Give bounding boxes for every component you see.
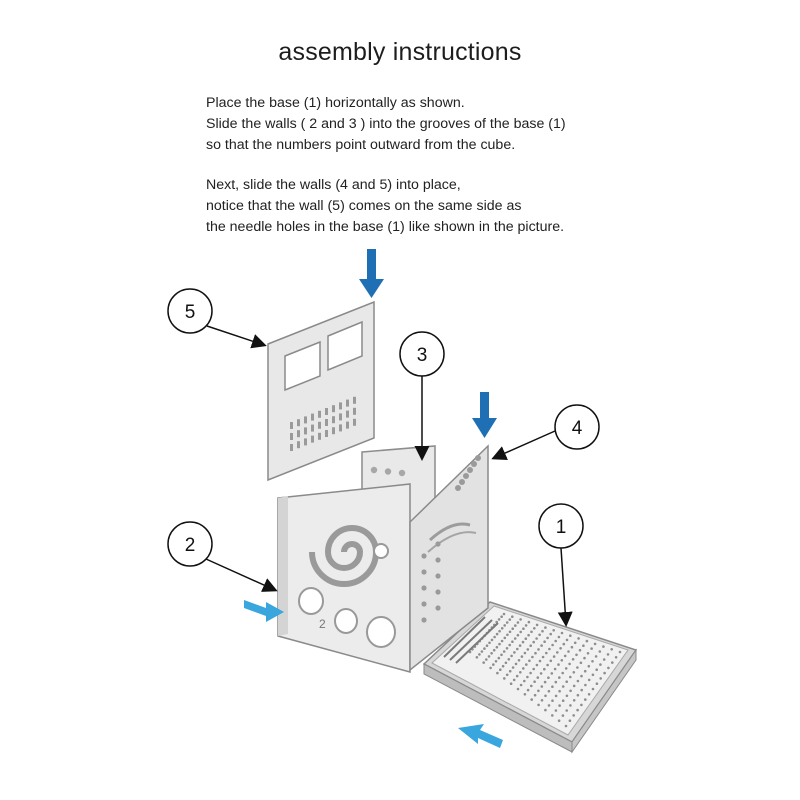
instruction-line: Next, slide the walls (4 and 5) into pla…	[206, 177, 461, 193]
callout-1: 1	[538, 503, 584, 627]
callout-4-label: 4	[572, 418, 583, 439]
arrow-down-top	[359, 249, 384, 298]
instruction-line: so that the numbers point outward from t…	[206, 137, 516, 153]
callout-1-label: 1	[556, 517, 567, 538]
arrow-right-left	[244, 600, 284, 622]
instruction-line: Slide the walls ( 2 and 3 ) into the gro…	[206, 116, 566, 132]
callout-5: 5	[167, 288, 267, 349]
instruction-line: the needle holes in the base (1) like sh…	[206, 219, 565, 235]
wall2-number: 2	[319, 617, 326, 631]
wall-panel-4	[409, 444, 489, 672]
arrow-down-right	[472, 392, 497, 438]
instruction-line: notice that the wall (5) comes on the sa…	[206, 198, 522, 214]
callout-4: 4	[491, 404, 600, 461]
callout-2-label: 2	[185, 535, 196, 556]
wall-panel-5	[267, 300, 375, 482]
instruction-paragraph-2: Next, slide the walls (4 and 5) into pla…	[206, 175, 564, 238]
page-title: assembly instructions	[278, 38, 522, 66]
callout-3: 3	[399, 331, 445, 461]
callout-2: 2	[167, 521, 278, 592]
callout-5-label: 5	[185, 302, 196, 323]
callout-3-label: 3	[417, 345, 428, 366]
instruction-paragraph-1: Place the base (1) horizontally as shown…	[206, 93, 566, 156]
wall-panel-2: 2	[277, 483, 411, 673]
base-panel-1	[422, 601, 638, 754]
arrow-up-left-bottom	[458, 724, 503, 748]
instruction-line: Place the base (1) horizontally as shown…	[206, 95, 465, 111]
